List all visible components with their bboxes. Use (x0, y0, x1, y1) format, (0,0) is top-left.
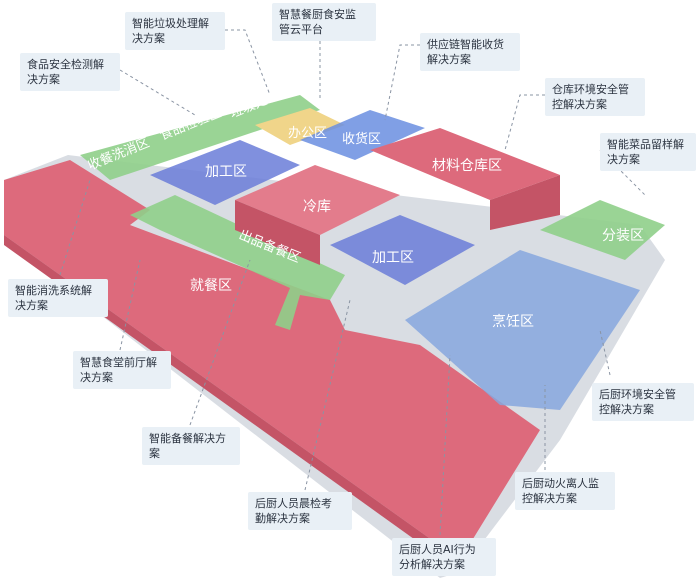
leader-qianting (119, 259, 141, 351)
cold-storage (235, 165, 400, 235)
zone-label-bangong: 办公区 (288, 126, 327, 141)
callout-liuyang: 智能菜品留样解 决方案 (600, 133, 696, 171)
leader-chenjian (304, 299, 351, 491)
leader-xiaoxi (59, 179, 91, 276)
dining-floor-edge (4, 235, 460, 572)
processing-zone-2 (330, 215, 475, 285)
leader-cangku (504, 94, 545, 151)
top-green-strip (80, 95, 320, 180)
zone-label-cailiao: 材料仓库区 (432, 158, 502, 174)
leader-ai (439, 354, 451, 536)
callout-qianting: 智慧食堂前厅解 决方案 (73, 351, 171, 389)
cold-storage-side (235, 200, 320, 265)
dining-floor (4, 160, 540, 560)
callout-ai: 后厨人员AI行为 分析解决方案 (392, 538, 496, 576)
callout-shipin: 食品安全检测解 决方案 (20, 53, 120, 91)
leader-gongying (384, 44, 420, 121)
zone-label-lengku: 冷库 (303, 199, 331, 215)
warehouse-zone (370, 128, 560, 200)
zone-label-jiucan: 就餐区 (190, 278, 232, 294)
leader-huanjing (599, 329, 611, 376)
leader-shipin (119, 69, 196, 116)
processing-zone-1 (150, 140, 300, 205)
callout-cangku: 仓库环境安全管 控解决方案 (545, 78, 645, 116)
callout-dongshou: 后厨动火离人监 控解决方案 (515, 472, 615, 510)
zone-label-fenzhuang: 分装区 (602, 228, 644, 244)
zone-label-pengren: 烹饪区 (492, 313, 534, 330)
serving-corridor (130, 195, 345, 330)
leader-laji (225, 29, 271, 96)
cooking-zone (405, 250, 640, 410)
callout-gongying: 供应链智能收货 解决方案 (420, 33, 520, 71)
leader-beican (189, 259, 251, 426)
office-zone (255, 108, 345, 145)
packing-zone (540, 200, 665, 260)
callout-chenjian: 后厨人员晨检考 勤解决方案 (248, 492, 352, 530)
warehouse-side (490, 175, 560, 230)
callout-huanjing: 后厨环境安全管 控解决方案 (592, 383, 694, 421)
leader-liuyang (599, 149, 646, 196)
zone-label-shouhuo: 收货区 (342, 131, 381, 147)
callout-beican: 智能备餐解决方 案 (142, 427, 240, 465)
zone-label-jiagong2: 加工区 (372, 250, 414, 266)
callout-canchu: 智慧餐厨食安监 管云平台 (272, 3, 376, 41)
callout-laji: 智能垃圾处理解 决方案 (125, 12, 225, 50)
zone-label-jiagong1: 加工区 (205, 164, 247, 180)
receiving-zone (300, 110, 425, 160)
callout-xiaoxi: 智能消洗系统解 决方案 (8, 279, 108, 317)
